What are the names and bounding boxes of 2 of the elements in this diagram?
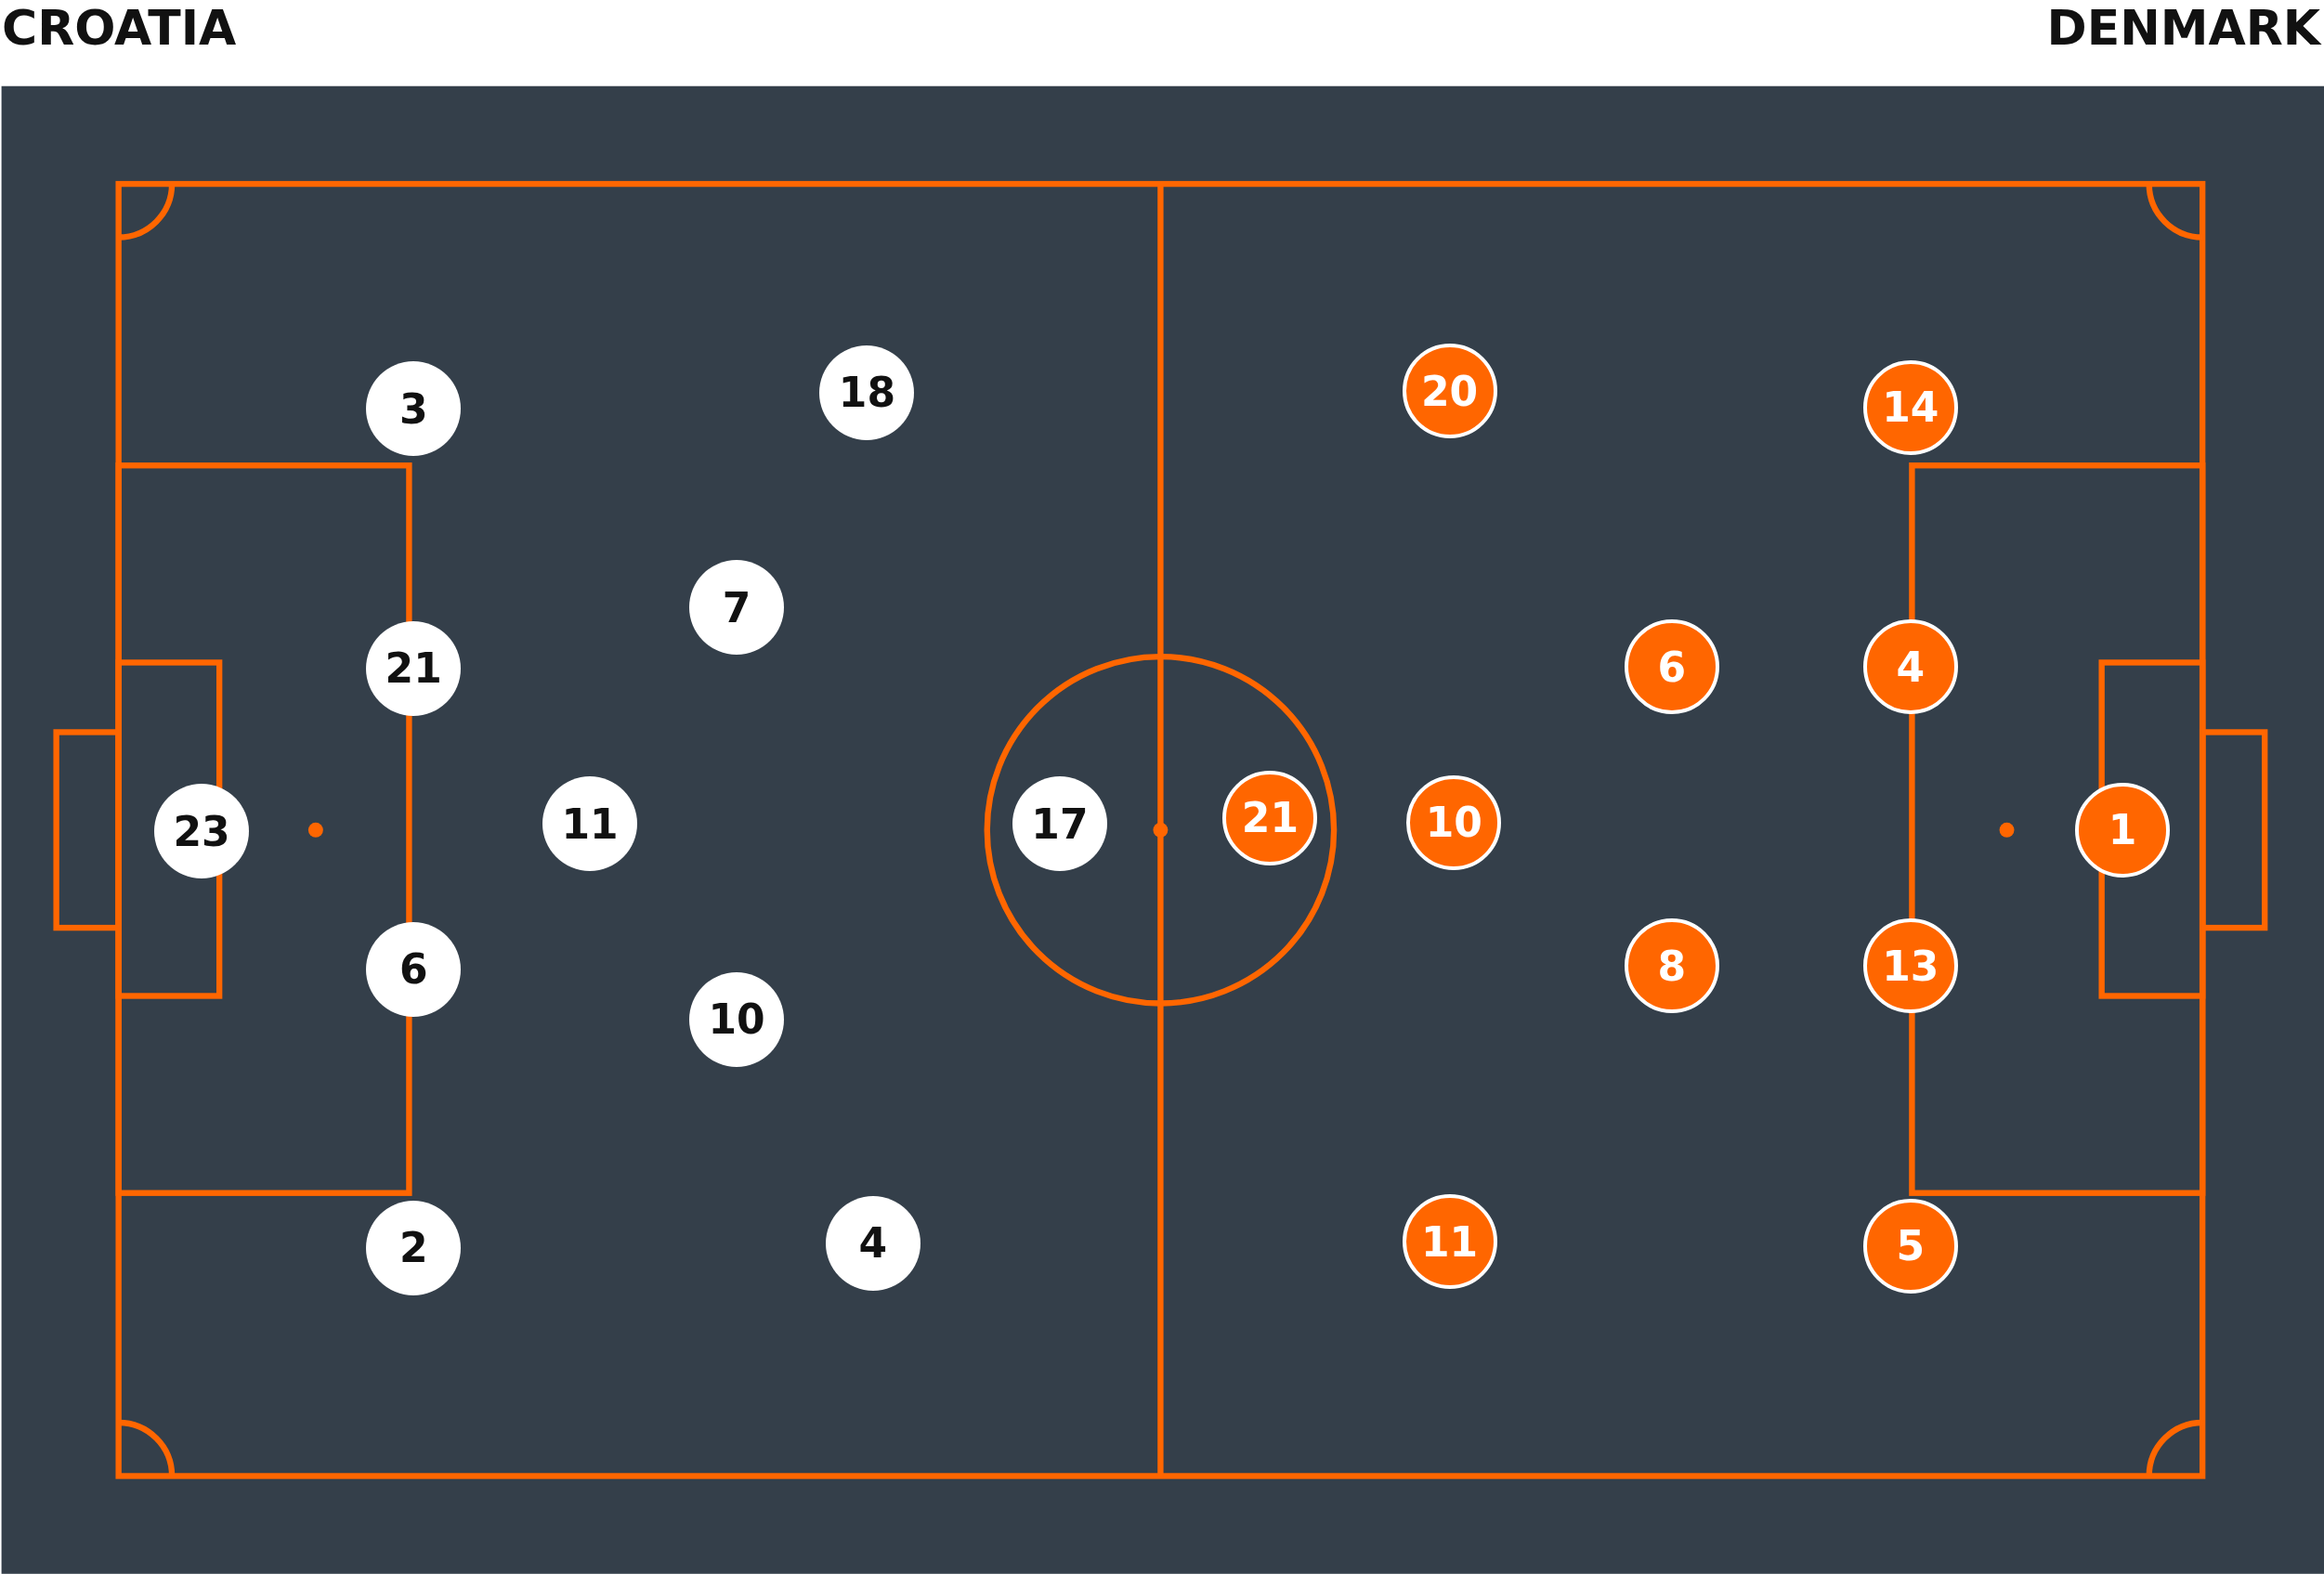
team-name: DENMARK <box>2046 0 2320 56</box>
team-name: CROATIA <box>2 0 237 56</box>
